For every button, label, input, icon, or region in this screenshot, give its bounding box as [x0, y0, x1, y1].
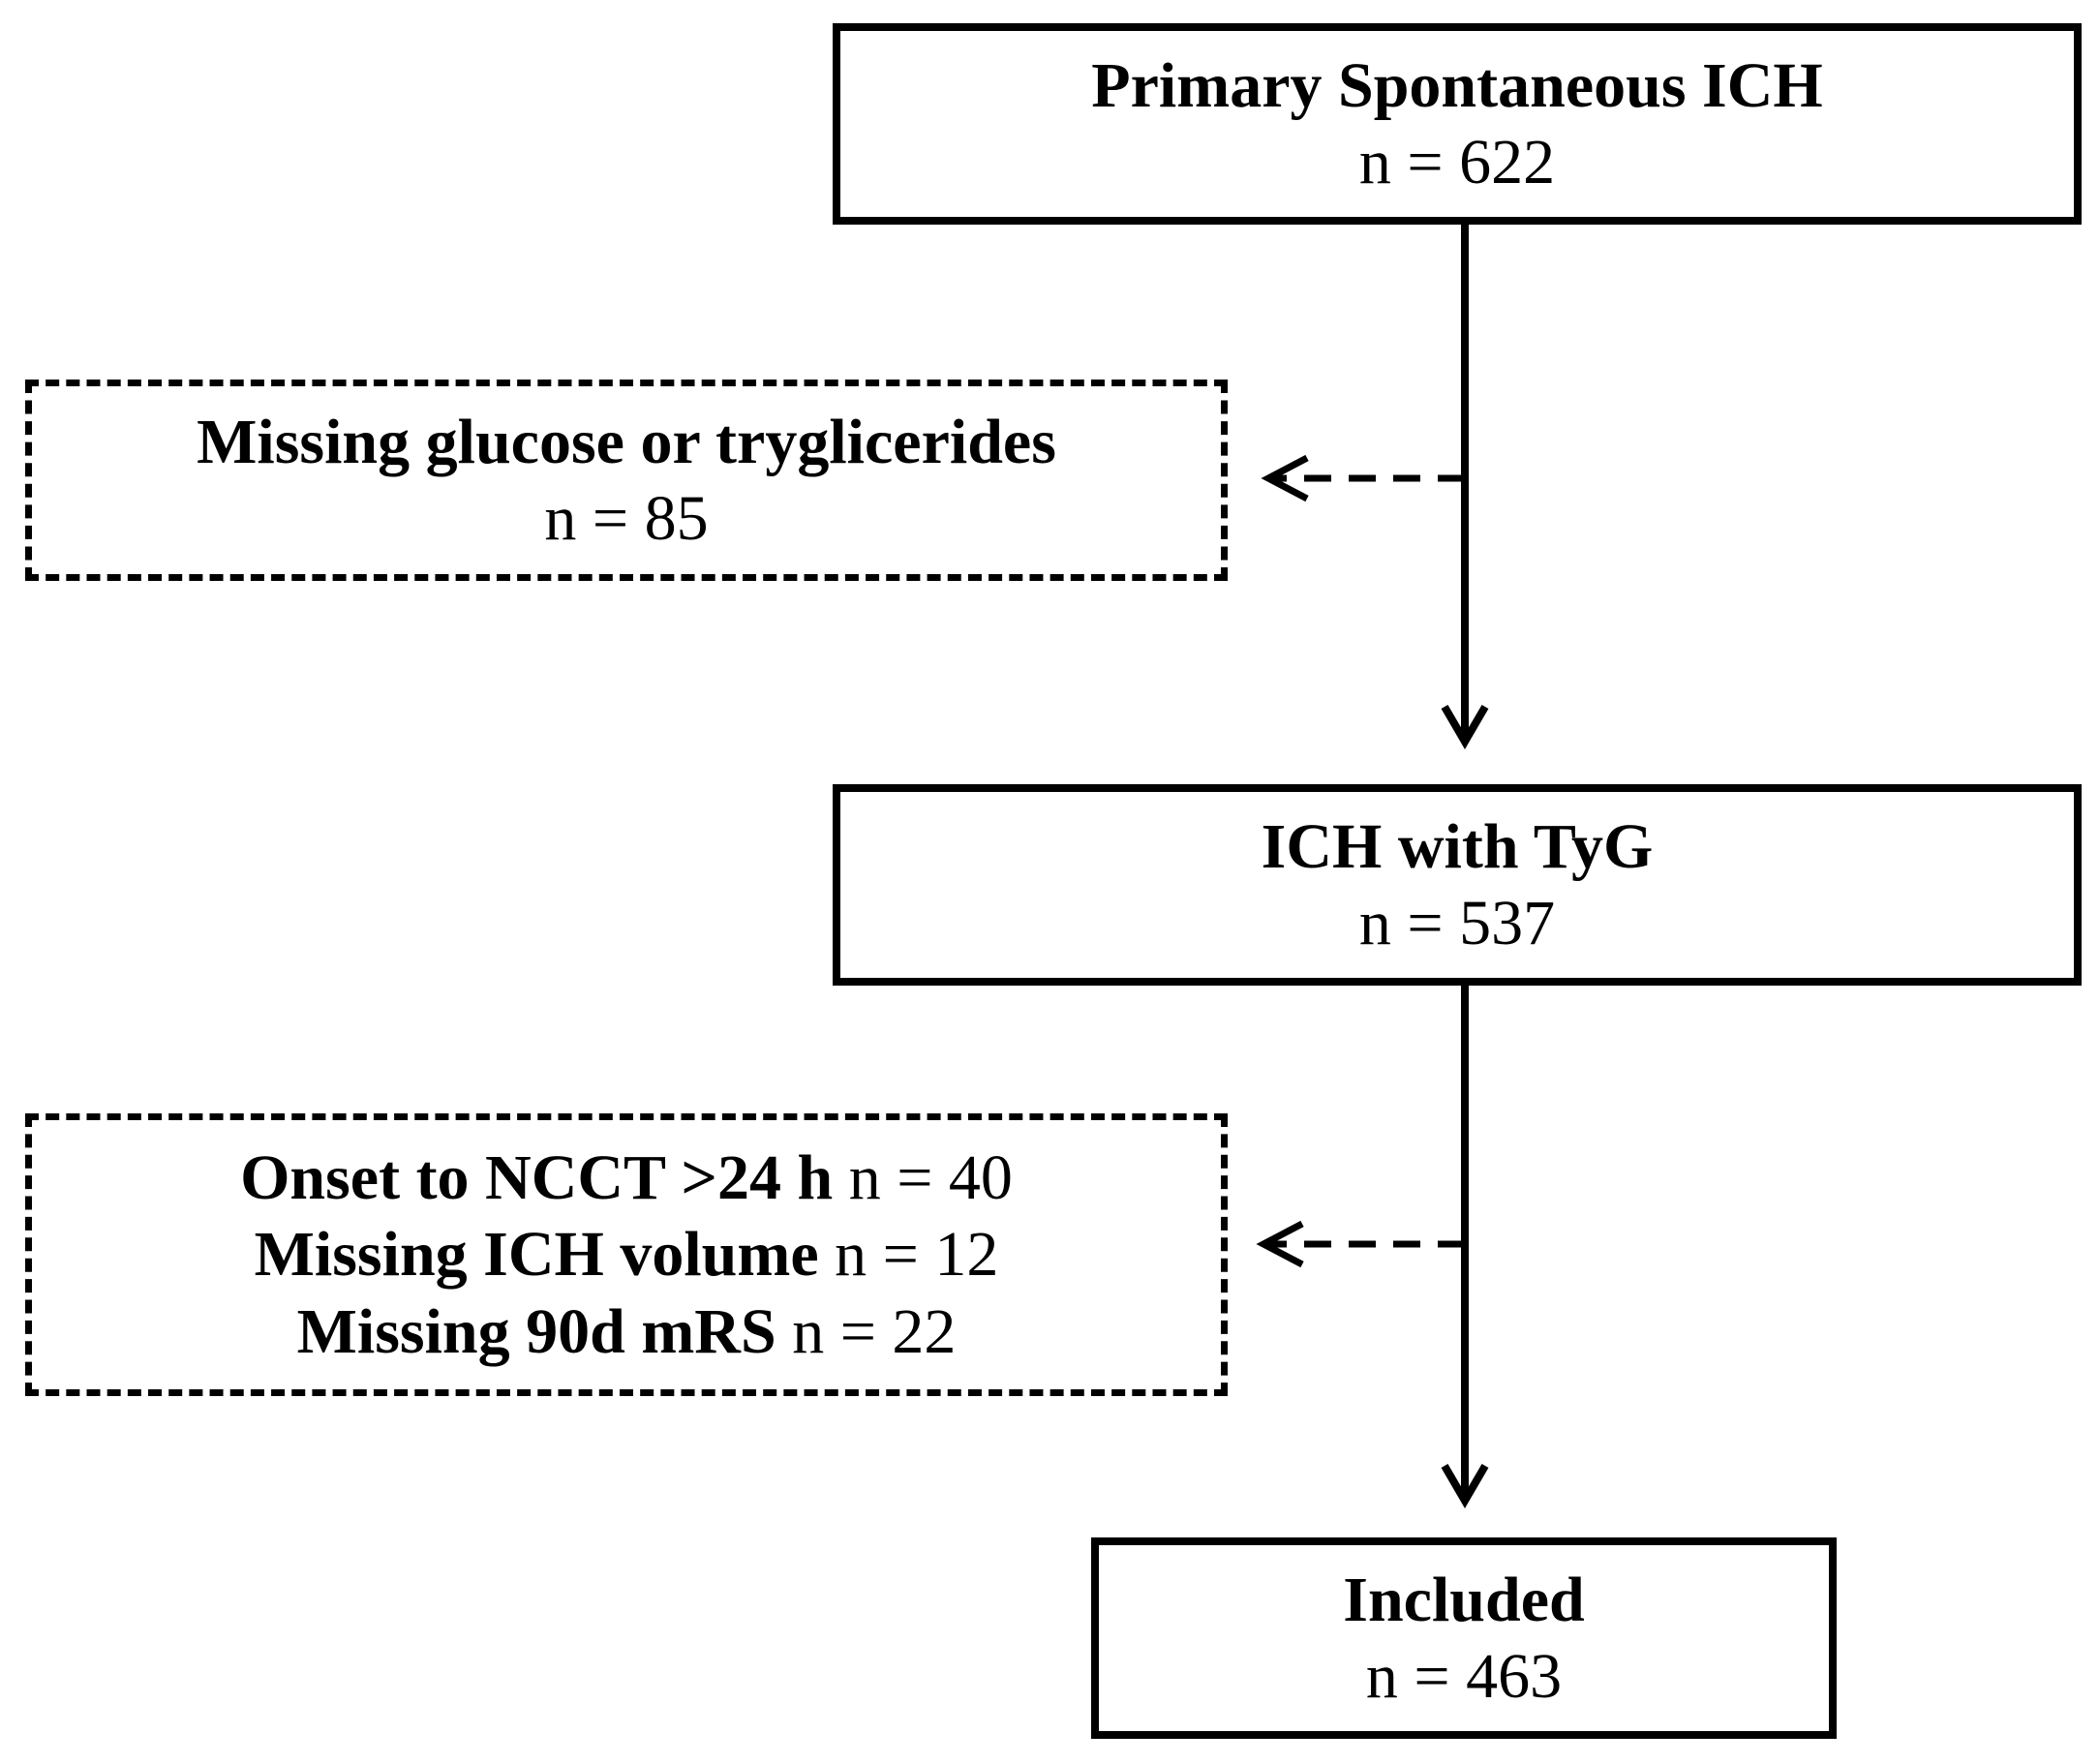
- exclusion-label: Missing 90d mRS: [296, 1295, 776, 1367]
- exclusion-row: Onset to NCCT >24 h n = 40: [240, 1140, 1013, 1216]
- missing-lab-title: Missing glucose or tryglicerides: [197, 406, 1056, 477]
- exclusion-row: Missing ICH volume n = 12: [255, 1216, 999, 1293]
- included-title: Included: [1343, 1564, 1585, 1635]
- included-box: Included n = 463: [1091, 1537, 1837, 1739]
- ich-with-tyg-title: ICH with TyG: [1261, 810, 1654, 882]
- primary-ich-title: Primary Spontaneous ICH: [1091, 49, 1823, 121]
- missing-lab-box: Missing glucose or tryglicerides n = 85: [25, 380, 1228, 581]
- exclusion-arrow-2-head: [1256, 1220, 1304, 1268]
- exclusion-count: n = 12: [835, 1219, 999, 1291]
- missing-lab-count: n = 85: [544, 483, 709, 554]
- exclusions-box: Onset to NCCT >24 h n = 40 Missing ICH v…: [25, 1113, 1228, 1396]
- primary-ich-box: Primary Spontaneous ICH n = 622: [833, 23, 2082, 225]
- ich-with-tyg-count: n = 537: [1358, 888, 1556, 958]
- primary-ich-count: n = 622: [1358, 127, 1556, 198]
- flow-arrow-2-head: [1441, 1463, 1489, 1508]
- exclusion-arrow-1-head: [1261, 454, 1309, 502]
- exclusion-row: Missing 90d mRS n = 22: [297, 1293, 957, 1370]
- ich-with-tyg-box: ICH with TyG n = 537: [833, 784, 2082, 986]
- exclusion-label: Missing ICH volume: [254, 1219, 819, 1291]
- included-count: n = 463: [1365, 1641, 1563, 1712]
- flow-arrow-1-head: [1441, 704, 1489, 749]
- exclusion-count: n = 22: [792, 1295, 957, 1367]
- exclusion-label: Onset to NCCT >24 h: [240, 1142, 834, 1214]
- exclusion-count: n = 40: [848, 1142, 1013, 1214]
